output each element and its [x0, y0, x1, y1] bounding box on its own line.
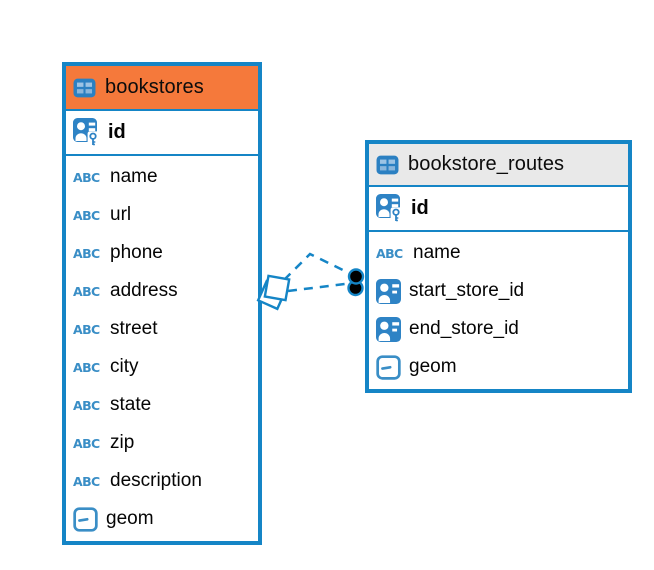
text-type-icon: ABC	[73, 245, 100, 261]
relation-target-marker[interactable]	[347, 268, 365, 297]
table-bookstore-routes-header[interactable]: bookstore_routes	[369, 144, 628, 187]
column-name-label: street	[110, 318, 158, 339]
text-type-icon: ABC	[73, 397, 100, 413]
geometry-type-icon	[73, 506, 98, 532]
column-name-label: end_store_id	[409, 318, 519, 339]
column-name-label: name	[110, 166, 158, 187]
column-name-label: address	[110, 280, 178, 301]
table-icon	[73, 78, 96, 98]
text-type-icon: ABC	[73, 169, 100, 185]
foreign-key-icon	[376, 278, 401, 304]
table-icon	[376, 155, 399, 175]
relation-source-marker[interactable]	[256, 274, 291, 311]
geometry-type-icon	[376, 354, 401, 380]
text-type-icon: ABC	[73, 207, 100, 223]
column-name-label: geom	[106, 508, 154, 529]
column-name-label: state	[110, 394, 152, 415]
table-bookstore-routes[interactable]: bookstore_routes id ABC	[365, 140, 632, 393]
column-name-label: city	[110, 356, 139, 377]
column-row-geom[interactable]: geom	[66, 500, 258, 538]
column-name-label: id	[411, 197, 429, 219]
primary-key-icon	[376, 194, 403, 223]
column-row-phone[interactable]: ABC phone	[66, 234, 258, 272]
table-title: bookstores	[105, 76, 204, 98]
table-bookstores[interactable]: bookstores id ABC	[62, 62, 262, 545]
relation-line-1[interactable]	[283, 252, 350, 281]
column-row-name[interactable]: ABC name	[369, 234, 628, 272]
column-row-city[interactable]: ABC city	[66, 348, 258, 386]
column-row-id[interactable]: id	[66, 111, 258, 156]
foreign-key-icon	[376, 316, 401, 342]
table-bookstores-header[interactable]: bookstores	[66, 66, 258, 111]
text-type-icon: ABC	[73, 283, 100, 299]
column-row-state[interactable]: ABC state	[66, 386, 258, 424]
column-name-label: id	[108, 121, 126, 143]
column-row-address[interactable]: ABC address	[66, 272, 258, 310]
column-row-zip[interactable]: ABC zip	[66, 424, 258, 462]
text-type-icon: ABC	[73, 435, 100, 451]
column-row-end-store-id[interactable]: end_store_id	[369, 310, 628, 348]
column-name-label: zip	[110, 432, 135, 453]
relation-line-2[interactable]	[287, 282, 350, 293]
column-row-url[interactable]: ABC url	[66, 196, 258, 234]
table-title: bookstore_routes	[408, 153, 565, 175]
primary-key-icon	[73, 118, 100, 147]
column-row-geom[interactable]: geom	[369, 348, 628, 386]
column-name-label: geom	[409, 356, 457, 377]
column-name-label: description	[110, 470, 202, 491]
text-type-icon: ABC	[73, 321, 100, 337]
text-type-icon: ABC	[73, 359, 100, 375]
column-name-label: start_store_id	[409, 280, 525, 301]
column-name-label: name	[413, 242, 461, 263]
column-row-description[interactable]: ABC description	[66, 462, 258, 500]
text-type-icon: ABC	[73, 473, 100, 489]
column-row-name[interactable]: ABC name	[66, 158, 258, 196]
column-name-label: phone	[110, 242, 163, 263]
column-row-start-store-id[interactable]: start_store_id	[369, 272, 628, 310]
text-type-icon: ABC	[376, 245, 403, 261]
column-row-id[interactable]: id	[369, 187, 628, 232]
column-name-label: url	[110, 204, 132, 225]
column-row-street[interactable]: ABC street	[66, 310, 258, 348]
